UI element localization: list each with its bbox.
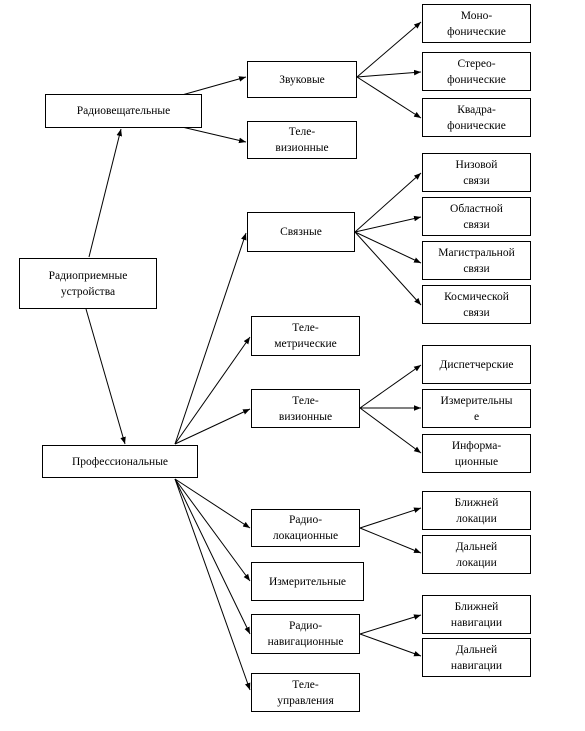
arrow-comm-regional [354,215,422,233]
arrow-broadcast-sound [181,76,247,96]
arrow-comm-space [354,231,422,306]
node-root: Радиоприемные устройства [19,258,157,309]
arrow-broadcast-tvbroadcast [181,126,247,144]
node-measuring: Измерительные [251,562,364,601]
node-broadcast: Радиовещательные [45,94,202,128]
arrow-root-professional [85,308,126,445]
arrow-tv-dispatch [359,364,422,409]
node-low-link: Низовой связи [422,153,531,192]
node-radionav: Радио- навигационные [251,614,360,654]
arrow-root-broadcast [88,128,123,258]
node-professional: Профессиональные [42,445,198,478]
arrow-prof-telemetry [174,336,251,445]
arrow-sound-quadro [356,76,422,119]
node-near-nav: Ближней навигации [422,595,531,634]
arrow-nav-near [359,614,422,635]
arrow-sound-stereo [356,69,422,78]
node-far-radar: Дальней локации [422,535,531,574]
node-radar: Радио- локационные [251,509,360,547]
node-sound: Звуковые [247,61,357,98]
node-stereo: Стерео- фонические [422,52,531,91]
node-info: Информа- ционные [422,434,531,473]
node-mono: Моно- фонические [422,4,531,43]
arrow-prof-radar [174,478,251,529]
node-telecontrol: Теле- управления [251,673,360,712]
node-space-link: Космической связи [422,285,531,324]
node-quadro: Квадра- фонические [422,98,531,137]
arrow-prof-comm [174,232,247,445]
node-dispatch: Диспетчерские [422,345,531,384]
node-near-radar: Ближней локации [422,491,531,530]
arrow-nav-far [359,633,422,657]
arrow-sound-mono [356,21,422,78]
arrow-comm-trunk [354,231,422,264]
node-regional-link: Областной связи [422,197,531,236]
arrow-prof-tvprof [174,408,251,445]
arrow-tv-info [359,407,422,454]
node-comm: Связные [247,212,355,252]
arrow-radar-near [359,507,422,529]
arrow-prof-measuring [174,478,251,582]
node-trunk-link: Магистральной связи [422,241,531,280]
node-tv-broadcast: Теле- визионные [247,121,357,159]
arrow-prof-telecontrol [174,478,251,691]
node-tv-prof: Теле- визионные [251,389,360,428]
node-far-nav: Дальней навигации [422,638,531,677]
arrow-prof-radionav [174,478,251,635]
node-measuring-tv: Измерительны е [422,389,531,428]
arrow-comm-low [354,172,422,233]
node-telemetry: Теле- метрические [251,316,360,356]
arrow-radar-far [359,527,422,554]
